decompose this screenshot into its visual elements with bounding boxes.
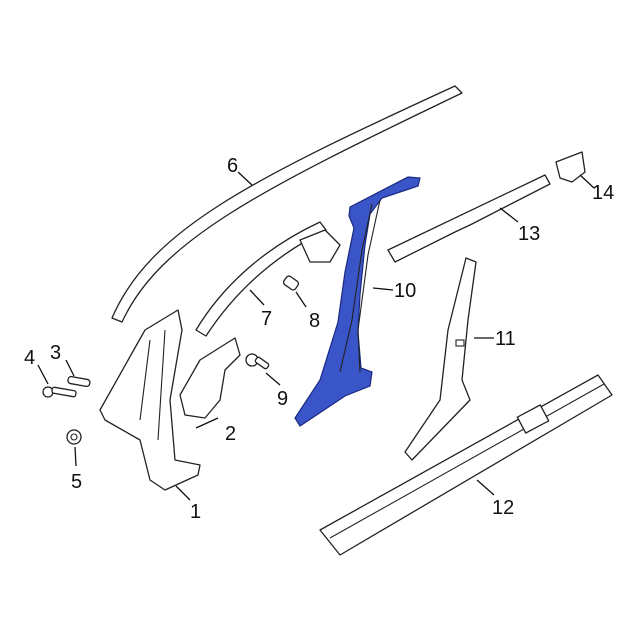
callout-7: 7 [261,308,272,330]
part-6-roof-molding[interactable] [111,85,463,323]
callout-9: 9 [277,388,288,410]
part-14-bracket[interactable] [555,151,586,183]
part-8-stud[interactable] [282,275,300,291]
callout-6: 6 [227,155,238,177]
callout-10: 10 [394,280,416,302]
part-5-nut[interactable] [66,429,82,445]
callout-8: 8 [309,310,320,332]
leader-lines [37,171,595,501]
part-10-center-pillar-reinforcement[interactable] [294,176,421,427]
part-4-bolt[interactable] [42,386,77,398]
callout-13: 13 [518,223,540,245]
part-13-rail-inner[interactable] [387,174,551,263]
callout-2: 2 [225,423,236,445]
callout-1: 1 [190,501,201,523]
callout-14: 14 [592,182,614,204]
callout-4: 4 [24,347,35,369]
callout-11: 11 [495,328,516,350]
part-7-rail-reinforcement[interactable] [195,221,341,337]
part-1-pillar-inner[interactable] [99,309,201,491]
callout-5: 5 [71,471,82,493]
callout-12: 12 [492,497,514,519]
part-11-center-pillar-inner[interactable] [404,257,477,461]
part-3-pin[interactable] [67,375,91,388]
part-2-pillar-bracket[interactable] [179,337,241,419]
part-12-rocker-panel[interactable] [319,374,613,556]
callout-3: 3 [50,342,61,364]
part-9-bolt-flange[interactable] [245,353,270,370]
